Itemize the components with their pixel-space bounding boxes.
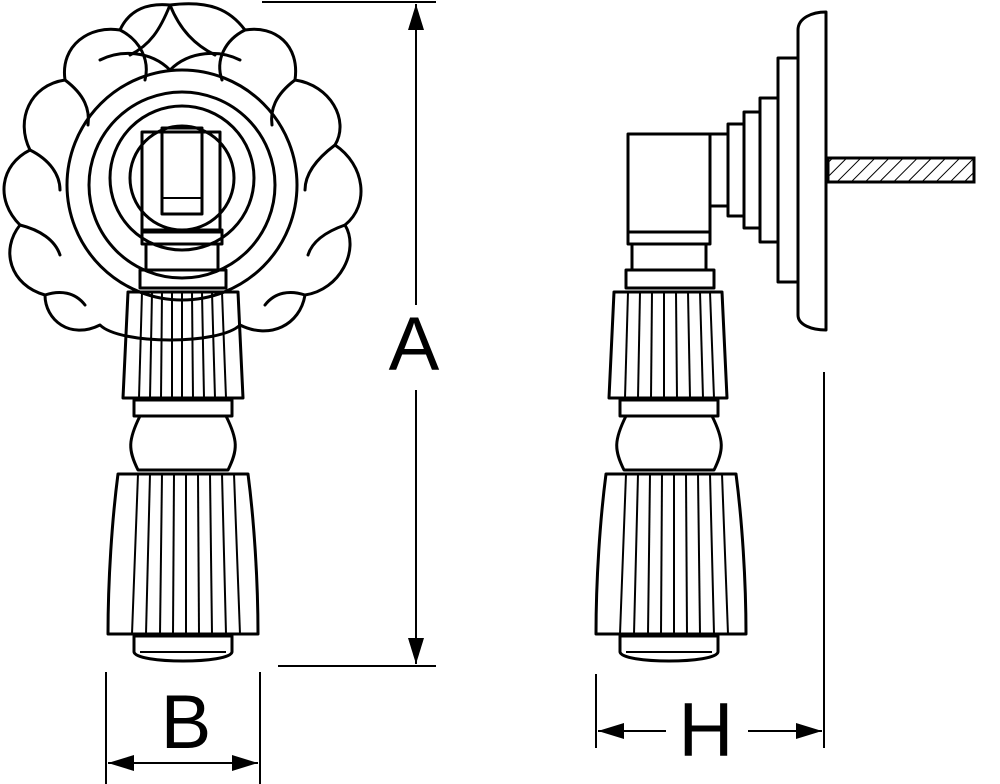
- mounting-plate: [796, 10, 828, 332]
- hanger-loop: [140, 126, 222, 234]
- dimension-h-arrow-left: [598, 723, 624, 739]
- bottom-cap: [132, 634, 234, 663]
- side-upper-collar: [624, 230, 716, 290]
- dimension-a: A: [262, 1, 440, 667]
- middle-waist: [129, 398, 237, 472]
- upper-collar: [138, 228, 228, 290]
- rosette-backplate: [2, 2, 363, 342]
- side-middle-waist: [615, 398, 723, 472]
- collar-step-5: [708, 132, 730, 208]
- dimension-h-label: H: [679, 688, 734, 773]
- collar-step-1: [776, 56, 800, 284]
- lower-fluted-barrel: [106, 472, 260, 636]
- dimension-h-arrow-right: [796, 723, 822, 739]
- side-lower-fluted-barrel: [594, 472, 748, 636]
- dimension-b-arrow-right: [232, 755, 258, 771]
- dimension-b-arrow-left: [108, 755, 134, 771]
- side-hanger: [626, 132, 712, 234]
- dimension-h: H: [595, 372, 825, 773]
- side-upper-fluted-barrel: [607, 290, 729, 400]
- collar-step-4: [726, 122, 746, 218]
- dimension-a-arrow-top: [408, 4, 424, 30]
- dimension-a-arrow-bottom: [408, 638, 424, 664]
- middle-ring: [87, 90, 277, 280]
- dimension-b-label: B: [161, 680, 212, 765]
- upper-fluted-barrel: [121, 290, 245, 400]
- inner-ring: [108, 104, 256, 252]
- front-view: [2, 2, 363, 663]
- side-view: [594, 10, 976, 663]
- dimension-b: B: [105, 672, 261, 784]
- dimension-a-label: A: [389, 302, 440, 387]
- collar-step-3: [742, 110, 762, 230]
- collar-step-2: [758, 96, 780, 244]
- threaded-bolt: [826, 156, 976, 184]
- side-bottom-cap: [618, 634, 720, 663]
